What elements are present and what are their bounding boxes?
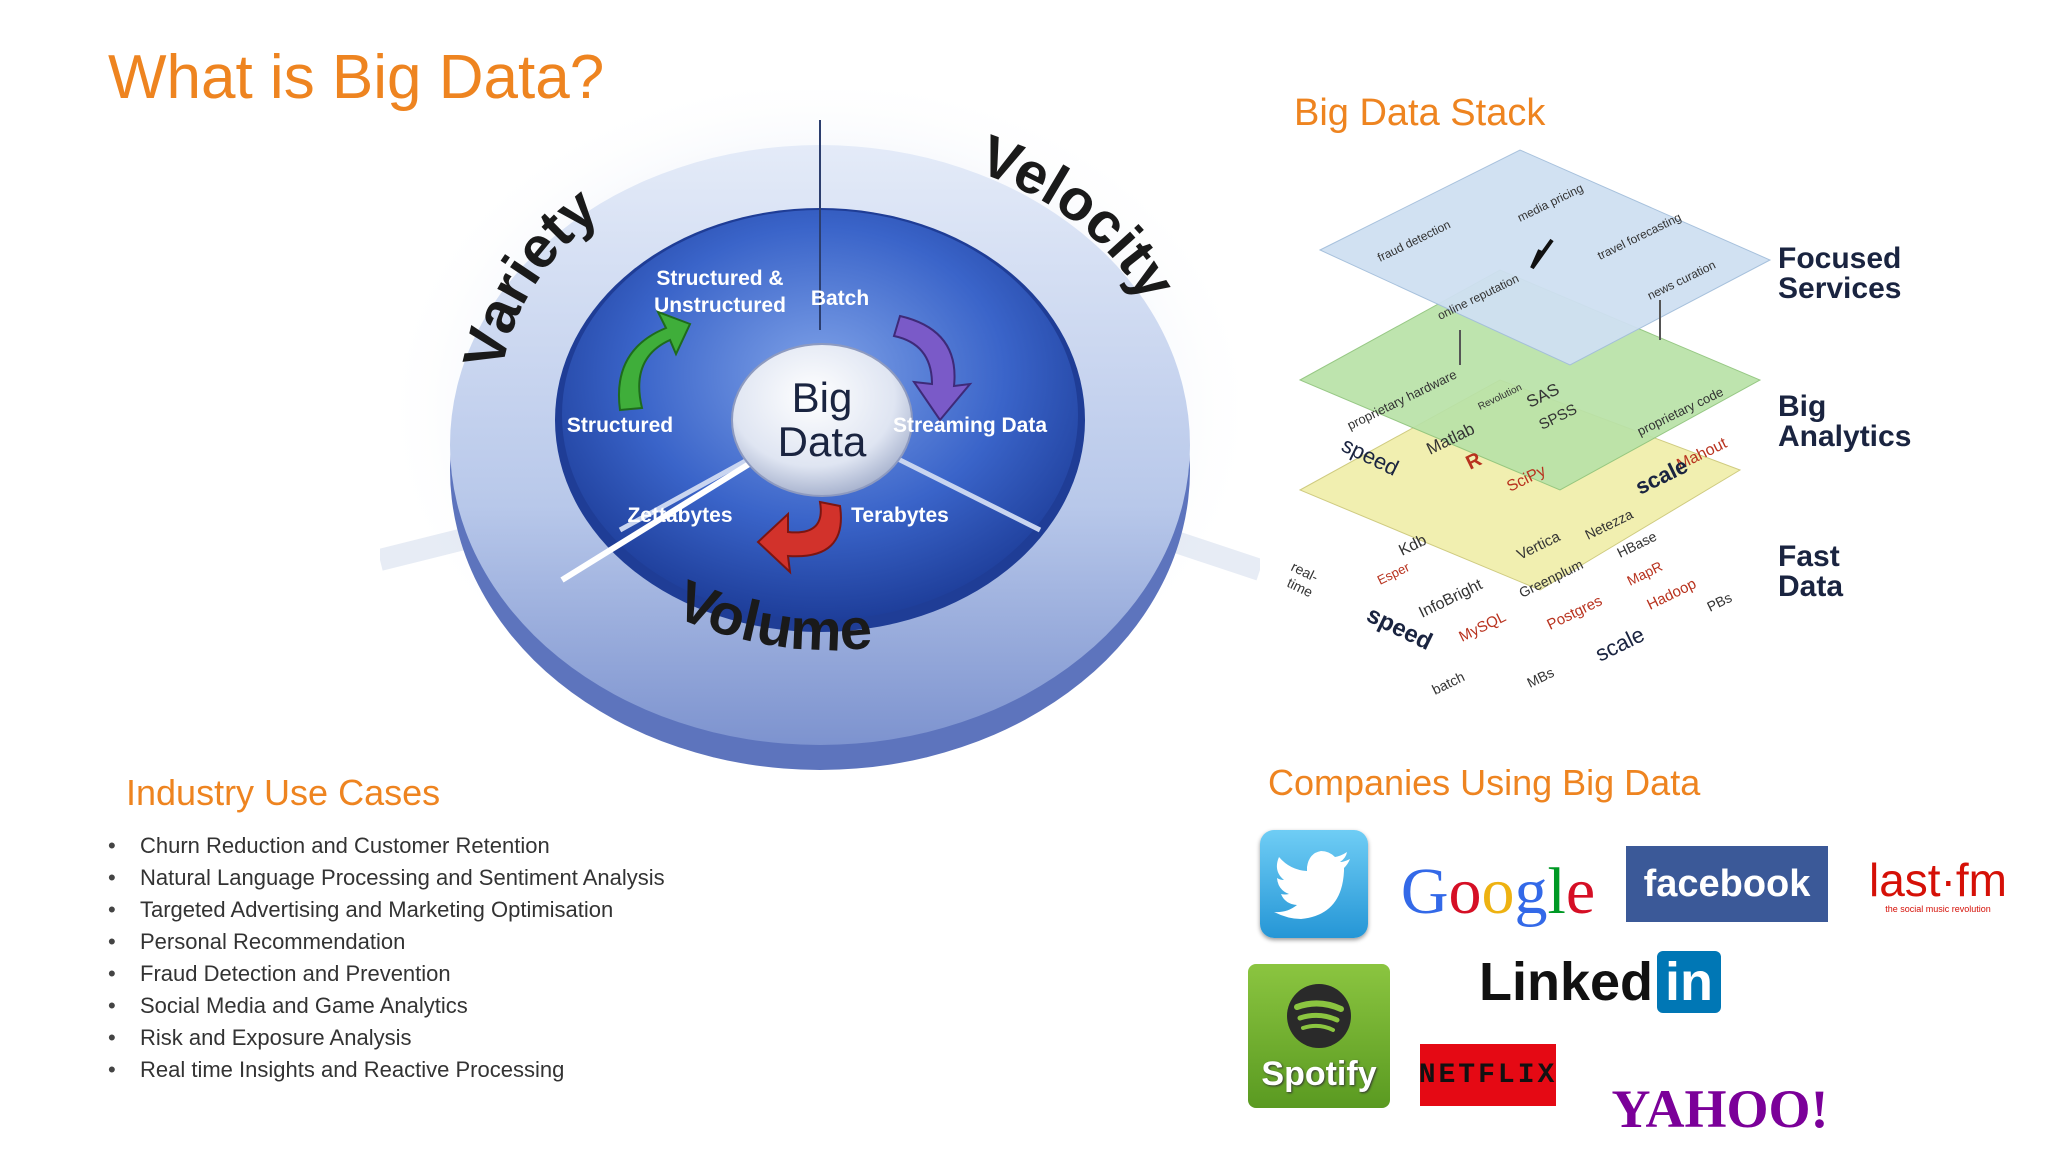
companies-title: Companies Using Big Data [1268, 762, 1701, 803]
layer-name-fast: Fast [1778, 540, 1840, 573]
linkedin-wordmark: Linked [1478, 952, 1654, 1012]
lastfm-tagline: the social music revolution [1885, 904, 1991, 914]
yahoo-logo: YAHOO! [1611, 1079, 1829, 1139]
spotify-icon [1287, 984, 1351, 1048]
industry-use-cases-title: Industry Use Cases [126, 772, 441, 813]
list-item: Real time Insights and Reactive Processi… [108, 1054, 665, 1086]
svg-text:MBs: MBs [1524, 664, 1556, 691]
list-item: Churn Reduction and Customer Retention [108, 830, 665, 862]
svg-text:Postgres: Postgres [1544, 592, 1605, 633]
svg-text:Esper: Esper [1375, 559, 1413, 588]
list-item: Personal Recommendation [108, 926, 665, 958]
google-letter: l [1547, 855, 1566, 928]
svg-text:Data: Data [1778, 570, 1843, 603]
svg-text:MySQL: MySQL [1456, 608, 1508, 645]
page-title: What is Big Data? [108, 43, 605, 112]
big-data-vvv-diagram: Big Data Variety Velocity Volume Structu… [380, 90, 1260, 770]
list-item: Social Media and Game Analytics [108, 990, 665, 1022]
segment-streaming: Streaming Data [893, 414, 1047, 437]
google-letter: e [1565, 855, 1596, 928]
linkedin-badge: in [1657, 951, 1722, 1013]
svg-text:MapR: MapR [1624, 558, 1665, 589]
lastfm-logo: last·fm the social music revolution [1856, 846, 2020, 924]
spotify-logo: Spotify [1248, 964, 1390, 1108]
google-letter: o [1448, 855, 1482, 928]
linkedin-logo: Linked in [1470, 946, 1730, 1018]
list-item: Risk and Exposure Analysis [108, 1022, 665, 1054]
twitter-logo-icon [1260, 830, 1368, 938]
segment-structured: Structured [567, 414, 673, 437]
industry-use-cases-list: Churn Reduction and Customer Retention N… [108, 830, 665, 1086]
google-letter: g [1514, 855, 1548, 928]
svg-text:batch: batch [1429, 668, 1467, 697]
purple-arrow-icon [892, 314, 973, 422]
google-letter: o [1481, 855, 1515, 928]
layer-name-focused: Focused [1778, 242, 1901, 275]
lastfm-wordmark: last·fm [1869, 854, 2007, 906]
svg-text:Hadoop: Hadoop [1644, 575, 1699, 613]
netflix-logo: NETFLIX [1419, 1044, 1556, 1106]
facebook-logo: facebook [1626, 846, 1828, 922]
big-data-stack-diagram: fraud detection media pricing travel for… [1285, 149, 1911, 698]
svg-text:InfoBright: InfoBright [1416, 576, 1486, 622]
segment-zettabytes: Zettabytes [627, 504, 732, 527]
red-arrow-icon [756, 500, 842, 575]
google-letter: G [1400, 855, 1449, 928]
svg-text:Analytics: Analytics [1778, 420, 1911, 453]
segment-batch: Batch [811, 287, 869, 310]
segment-structured-unstructured-2: Unstructured [654, 294, 786, 317]
segment-structured-unstructured-1: Structured & [656, 267, 783, 290]
big-analytics-layer [1298, 269, 1762, 491]
list-item: Fraud Detection and Prevention [108, 958, 665, 990]
hub-label-line1: Big [792, 374, 853, 421]
spotify-wordmark: Spotify [1261, 1055, 1377, 1093]
list-item: Targeted Advertising and Marketing Optim… [108, 894, 665, 926]
focused-services-layer [1318, 149, 1772, 366]
hub-label-line2: Data [778, 418, 867, 465]
segment-terabytes: Terabytes [851, 504, 949, 527]
svg-text:PBs: PBs [1704, 589, 1734, 615]
list-item: Natural Language Processing and Sentimen… [108, 862, 665, 894]
stack-title: Big Data Stack [1294, 92, 1546, 134]
layer-name-analytics: Big [1778, 390, 1826, 423]
green-arrow-icon [618, 310, 692, 412]
svg-text:Services: Services [1778, 272, 1901, 305]
svg-text:scale: scale [1591, 622, 1648, 667]
